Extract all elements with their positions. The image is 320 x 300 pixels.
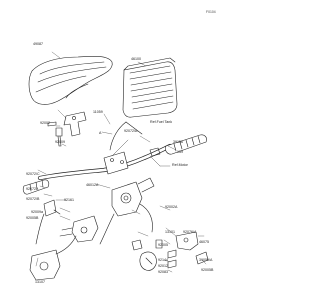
part-label-92009: 92009 bbox=[55, 140, 65, 144]
part-label-11059: 11059 bbox=[93, 110, 103, 114]
part-label-92083: 92083 bbox=[158, 270, 168, 274]
part-label-39050-A: 39050/A bbox=[199, 258, 213, 262]
bracket-part bbox=[47, 111, 87, 147]
throttle-assembly-part bbox=[99, 177, 155, 245]
part-label-92072-B: 92072/B bbox=[26, 197, 40, 201]
part-label-92002A: 92002A bbox=[165, 205, 178, 209]
housing-part bbox=[29, 235, 77, 281]
handlebar-clamp-part bbox=[103, 121, 161, 175]
right-grip-part bbox=[165, 134, 207, 155]
part-label-92012: 92012 bbox=[158, 264, 168, 268]
part-label-92005: 92005 bbox=[158, 243, 168, 247]
part-label-49087: 49087 bbox=[33, 42, 43, 46]
part-label-39156: 39156 bbox=[173, 140, 183, 144]
part-label-92005B-bottom: 92005B bbox=[201, 268, 214, 272]
exploded-view-drawing bbox=[22, 51, 209, 281]
part-label-13107: 13107 bbox=[35, 280, 45, 284]
part-label-46012A: 46012A bbox=[86, 183, 99, 187]
seat-part bbox=[28, 55, 113, 105]
intake-cover-part bbox=[122, 57, 178, 118]
diagram-code: F0104 bbox=[206, 10, 216, 14]
part-label-92072-C: 92072/C bbox=[26, 172, 40, 176]
ref-label-fuel-tank: Ref.Fuel Tank bbox=[150, 120, 173, 124]
part-label-92002: 92002 bbox=[40, 121, 50, 125]
reference-arrows bbox=[111, 139, 161, 167]
part-label-92072-A: 92072/A bbox=[124, 129, 138, 133]
part-label-46100: 46100 bbox=[131, 57, 141, 61]
part-label-92161: 92161 bbox=[64, 198, 74, 202]
part-label-92076-A: 92076/A bbox=[183, 230, 197, 234]
part-label-A: A bbox=[99, 131, 102, 135]
ref-label-motor: Ref.Motor bbox=[172, 163, 188, 167]
part-label-92072A: 92072A bbox=[26, 187, 39, 191]
part-label-13101: 13101 bbox=[165, 230, 175, 234]
parts-diagram: F0104 49087 46100 11059 92002 92009 A 92… bbox=[22, 10, 216, 284]
lower-right-bracket-part bbox=[167, 231, 209, 269]
part-label-46075: 46075 bbox=[199, 240, 209, 244]
part-label-92009a: 92009a bbox=[31, 210, 43, 214]
part-label-159: 159 bbox=[177, 150, 183, 154]
cable-clamp-part bbox=[131, 239, 163, 271]
part-label-92144: 92144 bbox=[158, 258, 168, 262]
part-label-92005B-top: 92005B bbox=[26, 216, 39, 220]
left-grip-part bbox=[22, 179, 50, 195]
left-switch-part bbox=[35, 199, 99, 245]
